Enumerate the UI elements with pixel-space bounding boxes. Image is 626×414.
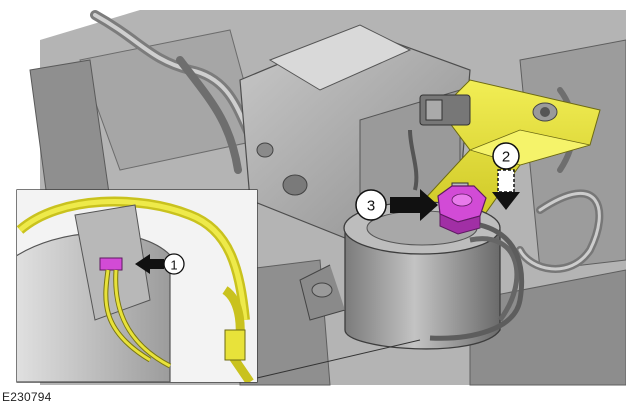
callout-2-arrow <box>492 169 520 210</box>
callout-1-badge: 1 <box>163 253 185 275</box>
callout-3-number: 3 <box>367 198 375 215</box>
callout-3-badge: 3 <box>355 189 387 221</box>
callout-1-arrow <box>135 254 164 274</box>
inset-leader-line <box>256 339 421 379</box>
sensor-connector <box>408 94 471 191</box>
battery-cable <box>429 222 525 341</box>
callout-2-number: 2 <box>502 149 510 166</box>
callout-2-badge: 2 <box>492 142 520 170</box>
callout-3-arrow <box>390 189 438 221</box>
callout-1-number: 1 <box>170 258 177 273</box>
detail-inset: 1 <box>16 189 258 383</box>
terminal-nut <box>437 182 487 235</box>
figure-id-label: E230794 <box>2 390 52 404</box>
